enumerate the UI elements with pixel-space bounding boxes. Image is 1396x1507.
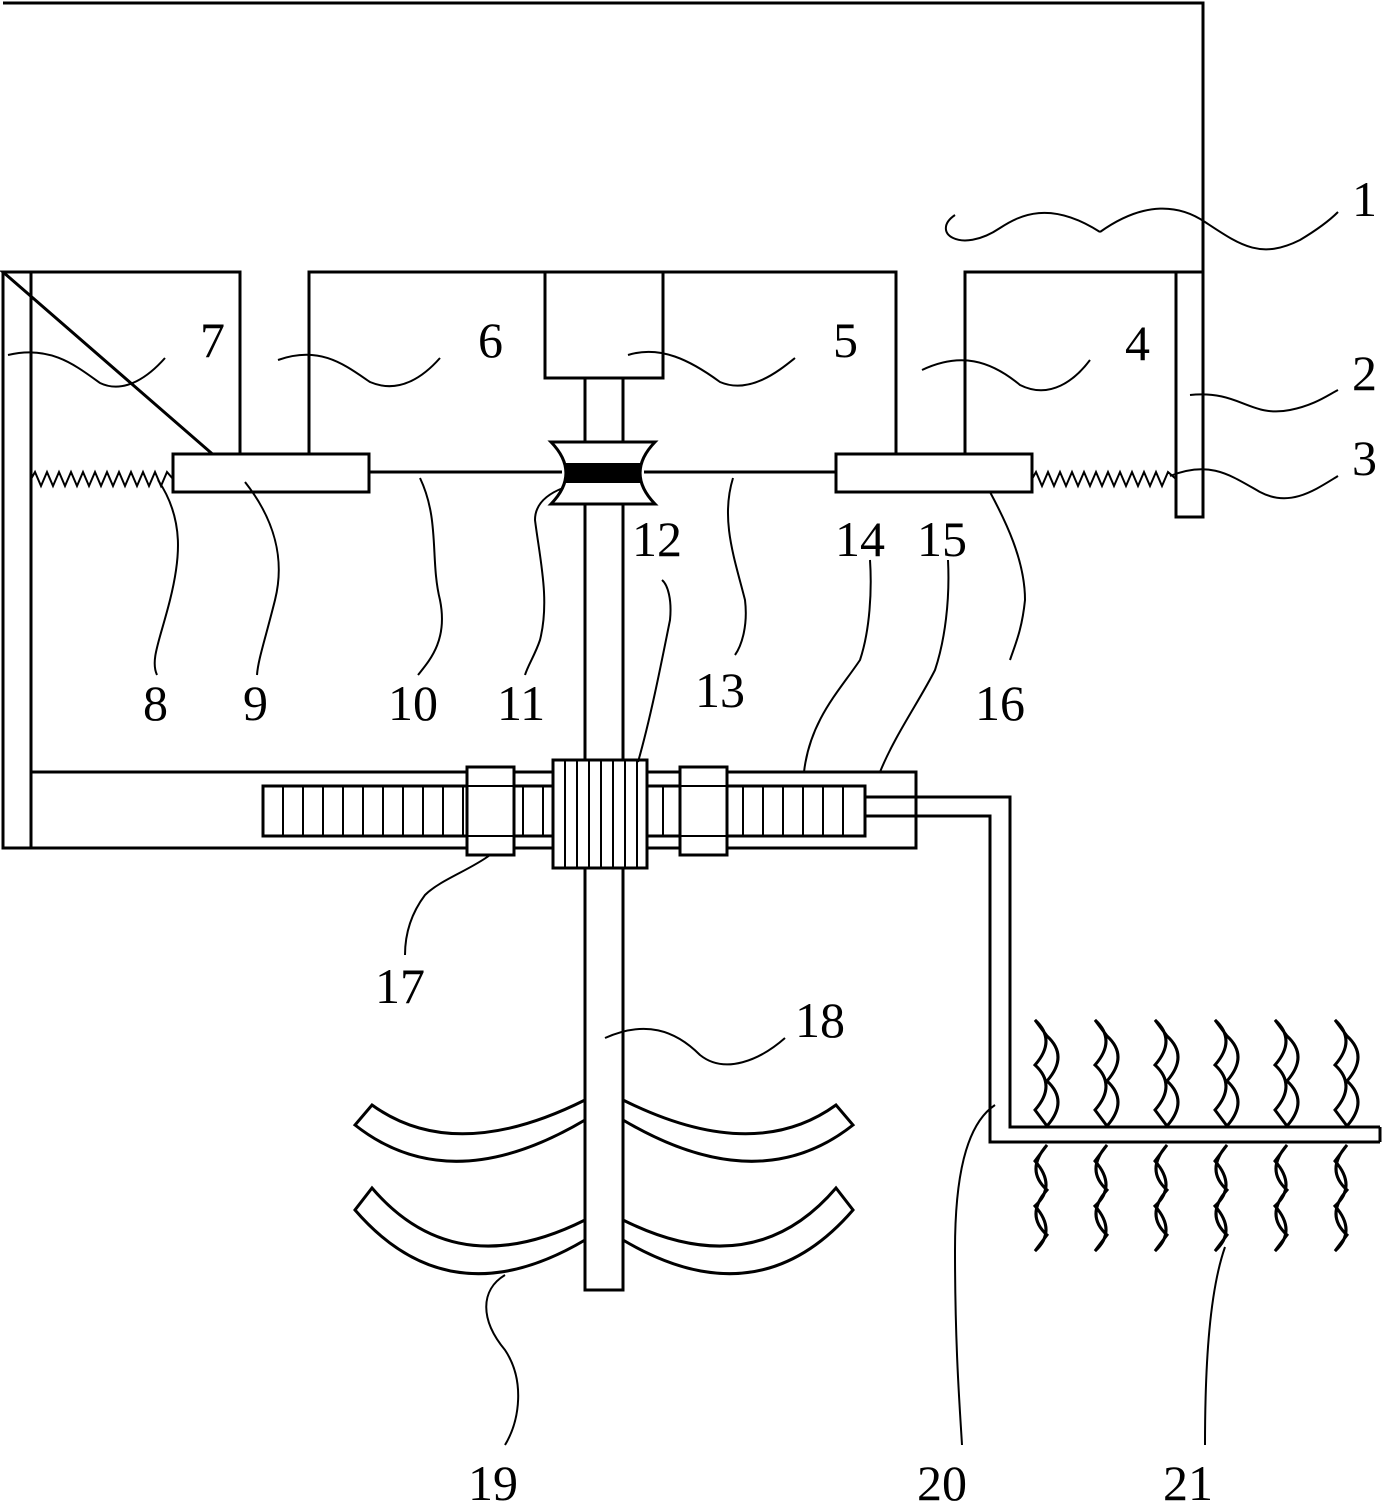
label-6: 6 [478, 312, 503, 368]
brush-bristles [1032, 1018, 1360, 1253]
pipe-inner [865, 814, 1380, 1144]
stirring-blades [352, 1097, 856, 1276]
label-13: 13 [695, 662, 745, 718]
left-frame-post [1, 270, 33, 850]
left-slider-block [171, 452, 371, 494]
label-21: 21 [1163, 1455, 1213, 1507]
label-4: 4 [1125, 315, 1150, 371]
label-3: 3 [1352, 430, 1377, 486]
label-11: 11 [497, 675, 545, 731]
pipe-outer [865, 795, 1380, 1129]
label-9: 9 [243, 675, 268, 731]
label-16: 16 [975, 675, 1025, 731]
right-guide-block [678, 765, 729, 857]
roller-band [566, 463, 640, 483]
right-slider-block [834, 452, 1034, 494]
label-2: 2 [1352, 345, 1377, 401]
left-guide-block [465, 765, 516, 857]
label-18: 18 [795, 992, 845, 1048]
leader-lines [7, 207, 1339, 1446]
right-spring [1031, 469, 1177, 489]
left-spring [30, 469, 174, 489]
label-8: 8 [143, 675, 168, 731]
label-19: 19 [468, 1455, 518, 1507]
label-17: 17 [375, 958, 425, 1014]
gear-teeth [564, 760, 638, 868]
label-14: 14 [835, 511, 885, 567]
label-1: 1 [1352, 171, 1377, 227]
label-15: 15 [917, 511, 967, 567]
label-10: 10 [388, 675, 438, 731]
label-12: 12 [632, 511, 682, 567]
label-5: 5 [833, 312, 858, 368]
label-20: 20 [917, 1455, 967, 1507]
label-7: 7 [200, 312, 225, 368]
